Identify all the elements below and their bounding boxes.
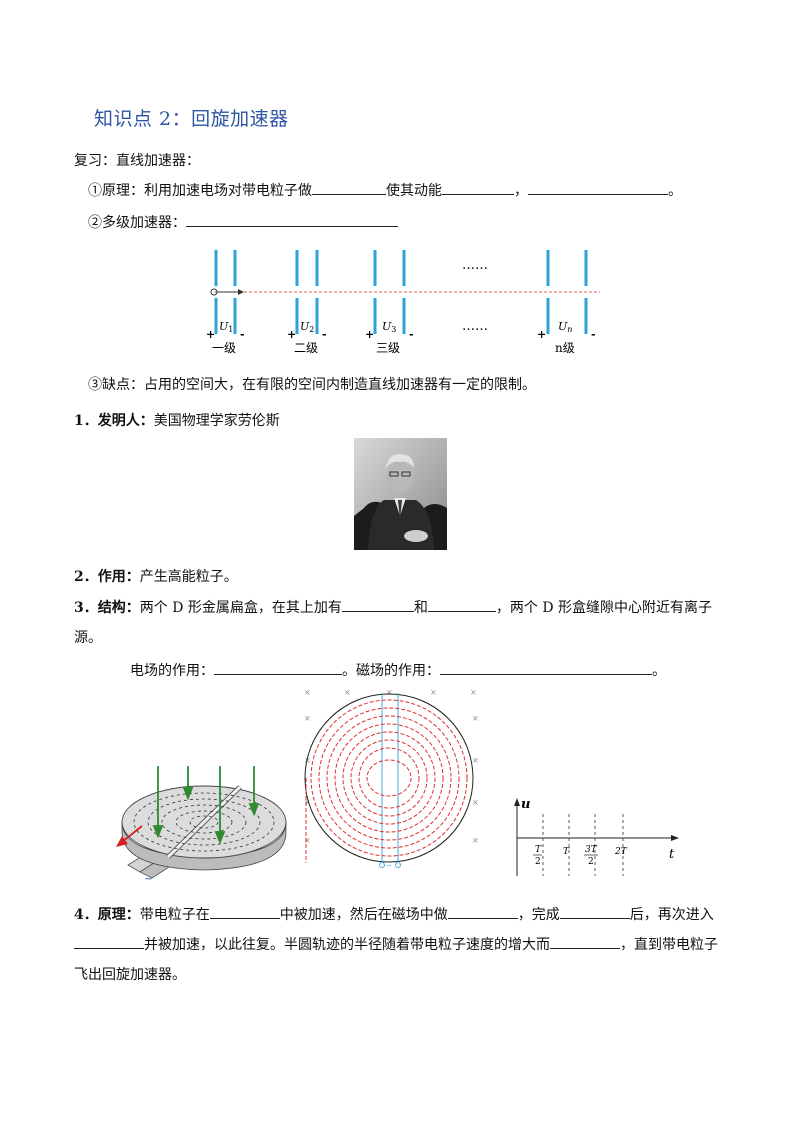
tick-label: 2 [588,857,594,867]
stage-label-3: 三级 [376,341,400,355]
plus-sign: + [365,328,374,341]
linear-accelerator-diagram: …… …… + - + - + - + - U1 U2 U3 Un 一级 二级 … [206,250,600,355]
plus-sign: + [537,328,546,341]
voltage-label-2: U2 [300,320,314,334]
section-title: 知识点 2：回旋加速器 [94,108,289,130]
tick-label: T [535,845,542,855]
circled-number-1: ① [88,183,102,199]
svg-text:×: × [472,798,479,807]
review-item-3: ③缺点：占用的空间大，在有限的空间内制造直线加速器有一定的限制。 [88,377,536,393]
section-structure-cont: 源。 [74,630,102,646]
ac-source-icon: ~ [386,862,392,870]
answer-blank[interactable] [214,660,342,675]
voltage-label-1: U1 [219,320,233,334]
answer-blank[interactable] [559,904,630,919]
voltage-time-graph: u t T 2 T 3T 2 2T [514,797,679,876]
answer-blank[interactable] [341,597,414,612]
exit-arrow-icon [116,836,128,847]
answer-blank[interactable] [447,904,518,919]
section-principle: 4．原理：带电粒子在中被加速，然后在磁场中做，完成后，再次进入 [74,904,714,924]
answer-blank[interactable] [186,212,398,227]
plus-sign: + [206,328,215,341]
tick-label: T [563,847,570,857]
magnetic-field-crosses: × × × × × × × × × × × × × [304,688,479,845]
svg-text:×: × [472,756,479,765]
review-item-2: ②多级加速器： [88,212,398,232]
x-axis-arrow-icon [671,835,679,841]
stage-label-n: n级 [555,341,575,355]
svg-text:×: × [430,688,437,697]
cyclotron-top-view: × × × × × × × × × × × × × ~ [304,688,479,870]
svg-text:×: × [472,714,479,723]
section-inventor: 1．发明人：美国物理学家劳伦斯 [74,413,280,429]
svg-text:×: × [304,714,311,723]
section-function: 2．作用：产生高能粒子。 [74,569,238,585]
terminal-icon [379,862,385,868]
dee-3d-diagram: ~ [116,766,287,885]
answer-blank[interactable] [74,934,144,949]
plus-sign: + [287,328,296,341]
svg-text:×: × [304,756,311,765]
minus-sign: - [322,328,327,341]
voltage-label-3: U3 [382,320,396,334]
section-principle-end: 飞出回旋加速器。 [74,967,186,983]
answer-blank[interactable] [442,180,514,195]
arrow-head-icon [238,289,244,295]
tick-label: 3T [585,845,598,855]
magnetic-field-arrows [152,766,260,845]
ellipsis-top: …… [462,258,488,273]
ac-source-icon: ~ [144,872,153,885]
x-axis-label: t [669,847,675,862]
minus-sign: - [591,328,596,341]
review-heading: 复习：直线加速器： [74,153,200,169]
answer-blank[interactable] [528,180,668,195]
inventor-portrait [354,438,447,550]
tick-label: 2 [535,857,541,867]
voltage-label-n: Un [558,320,572,334]
answer-blank[interactable] [427,597,496,612]
terminal-icon [395,862,401,868]
circled-number-2: ② [88,215,102,231]
tick-label: 2T [614,847,628,857]
ellipsis-mid: …… [462,319,488,334]
y-axis-label: u [521,797,530,812]
stage-label-2: 二级 [294,341,318,355]
section-principle-cont: 并被加速，以此往复。半圆轨迹的半径随着带电粒子速度的增大而，直到带电粒子 [74,934,718,954]
answer-blank[interactable] [209,904,280,919]
svg-text:×: × [386,688,393,697]
stage-label-1: 一级 [212,341,236,355]
answer-blank[interactable] [312,180,386,195]
svg-text:×: × [304,836,311,845]
circled-number-3: ③ [88,377,102,393]
svg-text:×: × [304,688,311,697]
svg-text:×: × [304,798,311,807]
plates [214,250,588,334]
minus-sign: - [409,328,414,341]
svg-text:×: × [344,688,351,697]
field-roles: 电场的作用：。磁场的作用：。 [130,660,666,680]
section-structure: 3．结构：两个 D 形金属扁盒，在其上加有和，两个 D 形盒缝隙中心附近有离子 [74,597,712,617]
answer-blank[interactable] [550,934,620,949]
review-item-1: ①原理：利用加速电场对带电粒子做使其动能，。 [88,180,682,200]
answer-blank[interactable] [440,660,652,675]
y-axis-arrow-icon [514,798,520,806]
minus-sign: - [240,328,245,341]
svg-text:×: × [470,688,477,697]
svg-text:×: × [472,836,479,845]
